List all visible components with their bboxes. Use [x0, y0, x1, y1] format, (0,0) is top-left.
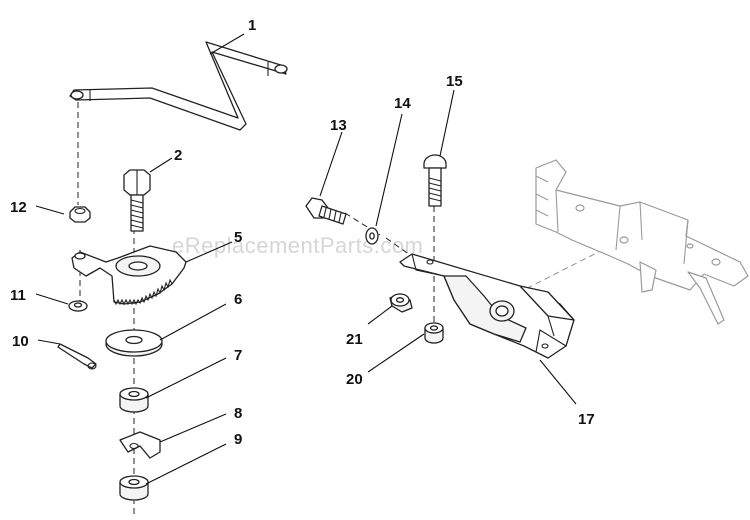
callout-1: 1: [248, 17, 256, 34]
callout-9: 9: [234, 431, 242, 448]
callout-7: 7: [234, 347, 242, 364]
part-5-sector-plate: [71, 245, 187, 306]
callout-21: 21: [346, 331, 363, 348]
callout-11: 11: [10, 287, 26, 304]
part-20-nut: [424, 322, 444, 344]
callout-14: 14: [394, 95, 411, 112]
part-1-lift-rod: [69, 41, 288, 131]
callout-20: 20: [346, 371, 363, 388]
part-17-bracket: [399, 253, 575, 359]
part-15-bolt: [423, 154, 447, 207]
part-8-clip: [119, 431, 161, 459]
part-21-nut: [389, 293, 413, 313]
callout-5: 5: [234, 229, 242, 246]
part-12-lock-nut: [69, 206, 91, 223]
part-9-nut: [119, 475, 149, 501]
watermark-text: eReplacementParts.com: [172, 233, 423, 258]
callout-6: 6: [234, 291, 242, 308]
callout-8: 8: [234, 405, 242, 422]
part-14-washer: [365, 227, 379, 245]
part-11-washer: [68, 300, 88, 312]
ghost-frame-assembly: [535, 159, 749, 325]
callout-15: 15: [446, 73, 463, 90]
callout-10: 10: [12, 333, 29, 350]
callout-2: 2: [174, 147, 182, 164]
callout-13: 13: [330, 117, 347, 134]
callout-17: 17: [578, 411, 595, 428]
part-13-bolt: [305, 197, 347, 225]
part-6-friction-washer: [105, 329, 163, 357]
leader-lines: [35, 33, 577, 485]
part-2-bolt: [123, 169, 151, 232]
callout-12: 12: [10, 199, 27, 216]
part-10-cotter-pin: [57, 343, 97, 370]
part-7-spacer: [119, 387, 149, 413]
